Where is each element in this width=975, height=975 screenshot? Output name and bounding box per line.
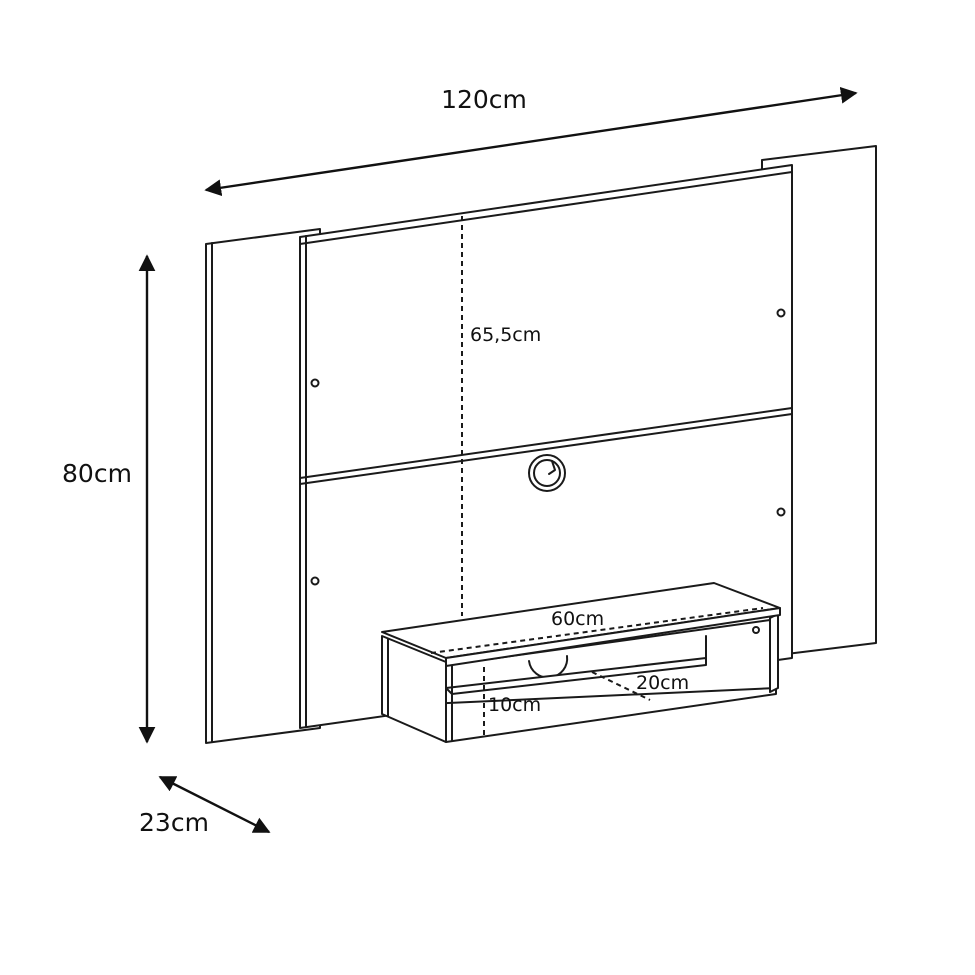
- inner-height-label: 65,5cm: [470, 324, 541, 346]
- screw-icon: [752, 626, 760, 634]
- depth-dimension-arrow: [158, 775, 271, 834]
- width-dimension-arrow: [204, 86, 858, 197]
- shelf-height-label: 10cm: [488, 694, 541, 716]
- panel-seam: [299, 407, 793, 479]
- screw-icon: [776, 308, 786, 318]
- screw-icon: [310, 576, 320, 586]
- shelf-depth-measure-line: [591, 671, 651, 701]
- screw-icon: [310, 378, 320, 388]
- shelf-width-label: 60cm: [551, 608, 604, 630]
- main-front-panel: [299, 164, 793, 729]
- shelf-right-wall: [769, 613, 779, 693]
- shelf-inner-floor: [445, 657, 707, 695]
- left-back-panel: [205, 228, 321, 744]
- shelf-depth-label: 20cm: [636, 672, 689, 694]
- depth-label: 23cm: [139, 808, 209, 837]
- screw-icon: [776, 507, 786, 517]
- screw-icons: [310, 308, 786, 586]
- shelf-width-measure-line: [430, 607, 764, 654]
- floating-shelf: [381, 582, 781, 743]
- cable-grommet-icon: [528, 454, 566, 492]
- height-label: 80cm: [62, 459, 132, 488]
- shelf-left-wall: [381, 635, 447, 743]
- width-label: 120cm: [441, 85, 527, 114]
